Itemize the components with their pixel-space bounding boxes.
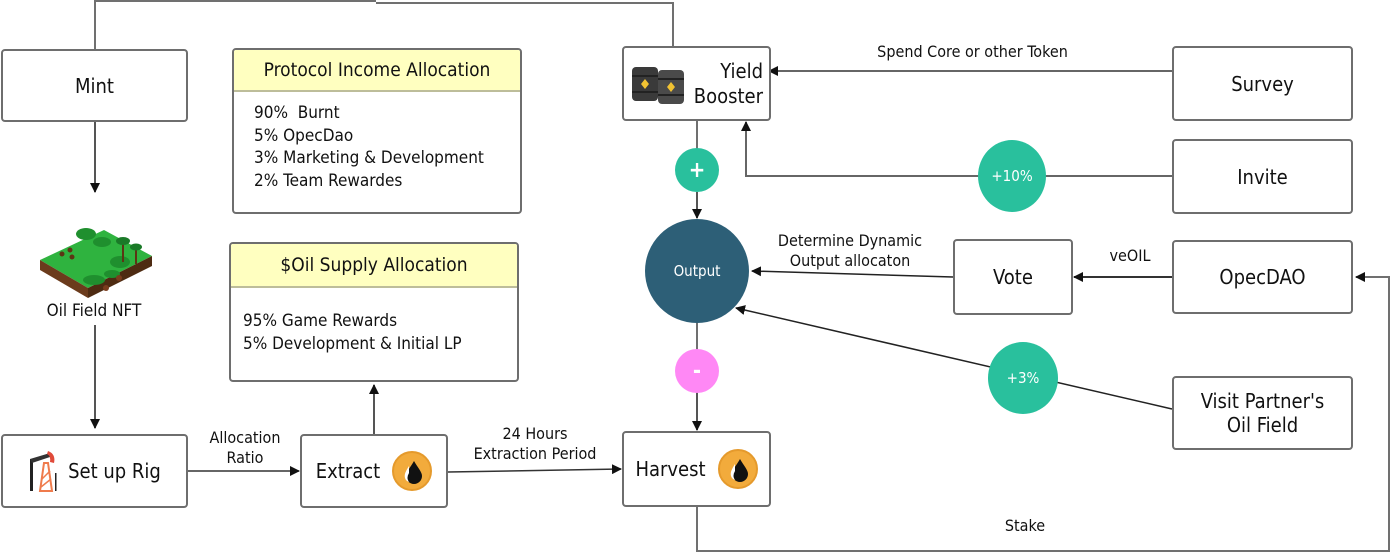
- invite-label: Invite: [1237, 164, 1288, 189]
- visit-partner-node[interactable]: Visit Partner's Oil Field: [1172, 376, 1353, 450]
- oil-field-nft-node[interactable]: [36, 214, 156, 304]
- oil-barrels-icon: [632, 66, 684, 104]
- oil-field-nft-label: Oil Field NFT: [46, 301, 142, 321]
- oil-rig-icon: [30, 451, 57, 492]
- yield-booster-node[interactable]: Yield Booster: [622, 46, 771, 121]
- edge-vote-to-output: [751, 266, 954, 278]
- visit-partner-line2: Oil Field: [1226, 413, 1299, 437]
- edge-visit-to-output: [735, 305, 1173, 410]
- veoil-label: veOIL: [1109, 246, 1151, 265]
- edge-booster-to-protocol: [376, 2, 674, 46]
- edge-mint-to-protocol: [94, 0, 376, 49]
- visit-bonus-badge: +3%: [988, 342, 1058, 414]
- spend-token-label: Spend Core or other Token: [877, 42, 1068, 61]
- survey-label: Survey: [1231, 71, 1294, 96]
- stake-label: Stake: [1004, 516, 1046, 535]
- opecdao-label: OpecDAO: [1219, 265, 1306, 289]
- extraction-period-line1: 24 Hours: [502, 424, 568, 443]
- set-up-rig-node[interactable]: Set up Rig: [1, 434, 188, 508]
- protocol-income-title: Protocol Income Allocation: [234, 50, 520, 92]
- mint-label: Mint: [75, 73, 114, 98]
- harvest-node[interactable]: Harvest: [622, 431, 771, 507]
- survey-node[interactable]: Survey: [1172, 46, 1353, 121]
- allocation-ratio-line2: Ratio: [226, 448, 264, 467]
- set-up-rig-label: Set up Rig: [68, 459, 161, 483]
- output-node[interactable]: Output: [645, 219, 749, 323]
- yield-booster-line2: Booster: [693, 83, 763, 108]
- extract-label: Extract: [315, 459, 381, 483]
- protocol-income-item: 5% OpecDao: [254, 125, 354, 146]
- invite-bonus-badge: +10%: [978, 140, 1046, 212]
- oil-supply-title: $Oil Supply Allocation: [231, 244, 517, 288]
- invite-node[interactable]: Invite: [1172, 139, 1353, 214]
- minus-badge: -: [675, 349, 719, 393]
- oil-supply-item: 95% Game Rewards: [243, 311, 398, 331]
- opecdao-node[interactable]: OpecDAO: [1172, 240, 1353, 314]
- edge-extract-to-harvest: [447, 464, 622, 475]
- oil-supply-item: 5% Development & Initial LP: [243, 333, 462, 354]
- allocation-ratio-label: Allocation Ratio: [195, 428, 295, 468]
- oil-field-island-icon: [40, 228, 152, 298]
- visit-partner-line1: Visit Partner's: [1200, 389, 1325, 413]
- protocol-income-item: 90% Burnt: [254, 103, 340, 123]
- dynamic-output-line1: Determine Dynamic: [777, 231, 923, 250]
- protocol-income-item: 3% Marketing & Development: [254, 148, 484, 168]
- allocation-ratio-line1: Allocation: [209, 428, 281, 447]
- extraction-period-line2: Extraction Period: [473, 444, 597, 463]
- plus-badge: +: [675, 148, 719, 192]
- edge-harvest-stake-to-opecdao: [696, 272, 1390, 552]
- protocol-income-item: 2% Team Rewardes: [254, 170, 403, 191]
- oil-coin-icon: [717, 449, 758, 489]
- harvest-label: Harvest: [635, 457, 706, 481]
- dynamic-output-line2: Output allocaton: [789, 251, 911, 270]
- mint-node[interactable]: Mint: [1, 49, 188, 122]
- oil-coin-icon: [392, 451, 433, 491]
- yield-booster-line1: Yield: [720, 58, 763, 83]
- edge-invite-to-booster: [741, 121, 1172, 177]
- yield-booster-label: Yield Booster: [694, 59, 763, 109]
- dynamic-output-label: Determine Dynamic Output allocaton: [760, 231, 940, 271]
- extraction-period-label: 24 Hours Extraction Period: [452, 424, 618, 464]
- extract-node[interactable]: Extract: [300, 434, 448, 508]
- vote-node[interactable]: Vote: [953, 239, 1073, 315]
- vote-label: Vote: [993, 265, 1033, 289]
